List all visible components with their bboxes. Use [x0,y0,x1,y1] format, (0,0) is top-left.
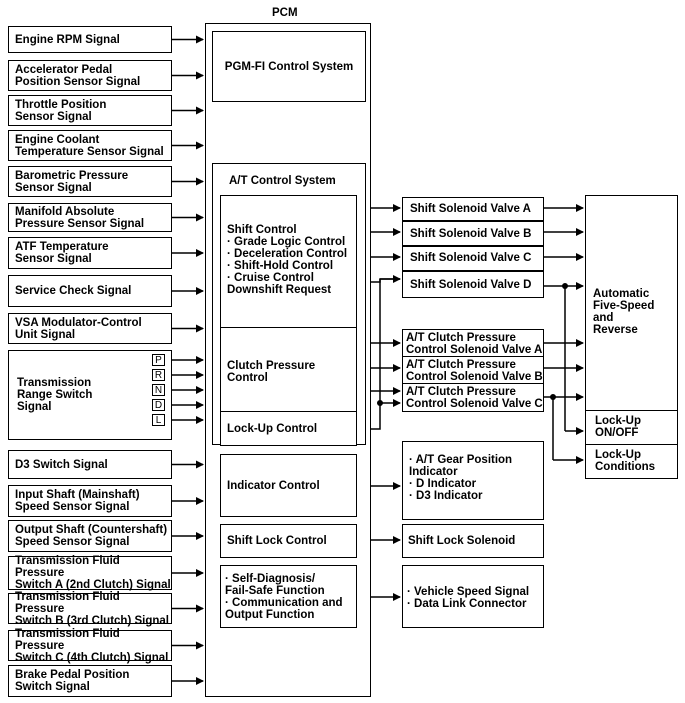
input-signal-box: Engine RPM Signal [8,26,172,53]
vehicle-speed-box [402,565,544,628]
input-signal-box: Transmission Fluid Pressure Switch C (4t… [8,627,172,664]
input-signal-label: Transmission Fluid Pressure Switch B (3r… [15,590,169,627]
input-signal-box: Barometric Pressure Sensor Signal [8,166,172,197]
shift-solenoid-b [402,221,544,246]
input-signal-label: Brake Pedal Position Switch Signal [15,669,130,693]
input-signal-label: Accelerator Pedal Position Sensor Signal [15,63,141,88]
input-signal-box: Output Shaft (Countershaft) Speed Sensor… [8,520,172,552]
input-signal-label: VSA Modulator-Control Unit Signal [15,316,142,341]
lockup-control-label: Lock-Up Control [227,423,318,435]
shift-solenoid-b-label: Shift Solenoid Valve B [410,228,532,240]
transmission-label: Automatic Five-Speed and Reverse [593,288,655,336]
input-signal-box: Transmission Range Switch Signal [8,350,172,440]
input-signal-box: Brake Pedal Position Switch Signal [8,665,172,697]
input-signal-box: Transmission Fluid Pressure Switch B (3r… [8,590,172,627]
input-signal-box: Manifold Absolute Pressure Sensor Signal [8,203,172,232]
pgm-fi-box: PGM-FI Control System [212,31,366,102]
clutch-valve-c-label: A/T Clutch Pressure Control Solenoid Val… [406,386,543,410]
shift-lock-solenoid-label: Shift Lock Solenoid [408,535,516,547]
shift-solenoid-d [402,271,544,298]
range-position-r: R [152,369,165,381]
input-signal-label: D3 Switch Signal [15,458,108,471]
indicator-control-label: Indicator Control [227,480,320,492]
range-position-d: D [152,399,165,411]
input-signal-label: Engine Coolant Temperature Sensor Signal [15,133,164,158]
input-signal-box: Transmission Fluid Pressure Switch A (2n… [8,555,172,591]
input-signal-box: D3 Switch Signal [8,450,172,479]
clutch-valve-a-label: A/T Clutch Pressure Control Solenoid Val… [406,332,543,356]
shift-solenoid-d-label: Shift Solenoid Valve D [410,279,532,291]
transmission-box [585,195,678,411]
shift-solenoid-c [402,246,544,271]
input-signal-box: Accelerator Pedal Position Sensor Signal [8,60,172,91]
shift-solenoid-c-label: Shift Solenoid Valve C [410,252,532,264]
shift-solenoid-a [402,197,544,221]
input-signal-box: Engine Coolant Temperature Sensor Signal [8,130,172,161]
shift-control-box [220,195,357,328]
input-signal-label: Output Shaft (Countershaft) Speed Sensor… [15,524,168,548]
range-position-p: P [152,354,165,366]
lockup-control-box [220,411,357,446]
input-signal-label: Service Check Signal [15,285,132,297]
input-signal-label: Manifold Absolute Pressure Sensor Signal [15,205,145,230]
shift-solenoid-a-label: Shift Solenoid Valve A [410,203,531,215]
clutch-valve-b [402,356,544,384]
lockup-onoff-label: Lock-Up ON/OFF [595,415,641,439]
vehicle-speed-label: · Vehicle Speed Signal · Data Link Conne… [407,586,530,610]
input-signal-box: VSA Modulator-Control Unit Signal [8,313,172,344]
clutch-valve-c [402,383,544,412]
lockup-onoff-box [585,410,678,445]
range-position-l: L [152,414,165,426]
at-control-title: A/T Control System [229,175,336,187]
clutch-valve-b-label: A/T Clutch Pressure Control Solenoid Val… [406,359,543,383]
input-signal-label: Engine RPM Signal [15,33,120,46]
input-signal-label: Input Shaft (Mainshaft) Speed Sensor Sig… [15,489,140,513]
input-signal-label: Transmission Fluid Pressure Switch C (4t… [15,627,169,664]
input-signal-label: Barometric Pressure Sensor Signal [15,169,129,194]
input-signal-box: Throttle Position Sensor Signal [8,95,172,126]
shift-lock-solenoid-box [402,524,544,558]
self-diagnosis-box [220,565,357,628]
self-diagnosis-label: · Self-Diagnosis/ Fail-Safe Function · C… [225,573,343,621]
indicator-control-box [220,454,357,517]
gear-indicator-box [402,441,544,520]
input-signal-label: ATF Temperature Sensor Signal [15,241,109,265]
clutch-valve-a [402,329,544,357]
lockup-conditions-label: Lock-Up Conditions [595,449,656,473]
shift-lock-control-box [220,524,357,558]
clutch-pressure-label: Clutch Pressure Control [227,360,316,384]
shift-lock-control-label: Shift Lock Control [227,535,327,547]
input-signal-box: Input Shaft (Mainshaft) Speed Sensor Sig… [8,485,172,517]
range-position-n: N [152,384,165,396]
input-signal-label: Throttle Position Sensor Signal [15,98,107,123]
shift-control-label: Shift Control · Grade Logic Control · De… [227,224,348,296]
input-signal-box: ATF Temperature Sensor Signal [8,237,172,269]
gear-indicator-label: · A/T Gear Position Indicator · D Indica… [409,454,513,502]
input-signal-label: Transmission Range Switch Signal [17,377,93,413]
input-signal-box: Service Check Signal [8,275,172,307]
input-signal-label: Transmission Fluid Pressure Switch A (2n… [15,555,171,591]
lockup-conditions-box [585,444,678,479]
pgm-fi-label: PGM-FI Control System [224,60,354,73]
pcm-title: PCM [272,7,298,19]
